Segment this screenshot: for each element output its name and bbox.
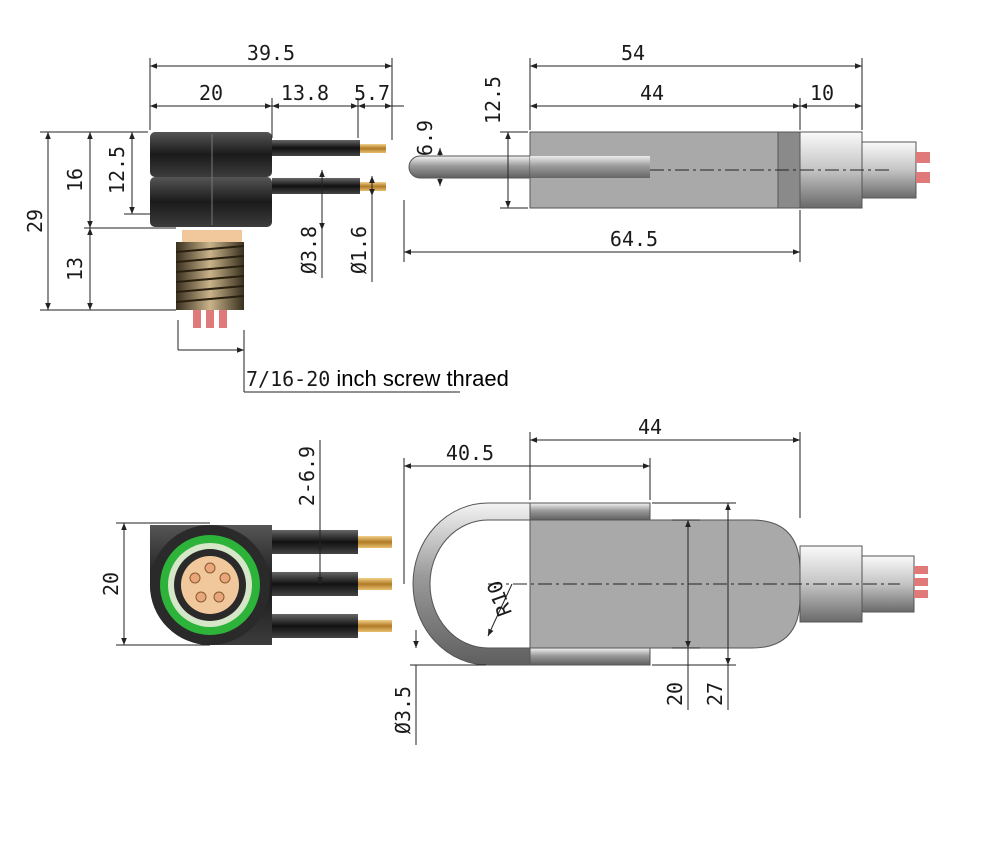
dim-body-width: 20 — [199, 81, 223, 105]
sensor-body-upper — [150, 132, 272, 177]
sensor-side-view — [150, 132, 386, 328]
dim-rod-diameter: Ø3.5 — [391, 686, 415, 734]
sensor-pin-lower — [272, 178, 360, 194]
connector-contact — [916, 172, 930, 183]
dim-overall-width: 39.5 — [247, 41, 295, 65]
dim-handle-body: 44 — [640, 81, 664, 105]
sensor-front-dimensions: 20 2-6.9 — [99, 440, 323, 646]
dim-probe-length: 64.5 — [610, 227, 658, 251]
probe-dimensions: 54 44 10 12.5 64.5 — [403, 41, 863, 262]
dim-connector: 10 — [810, 81, 834, 105]
contact-pin — [193, 310, 201, 328]
dim-tip-diameter: Ø1.6 — [347, 226, 371, 274]
dim-pin-diameter: Ø3.8 — [297, 226, 321, 274]
thread-note-text: inch screw thraed — [330, 366, 509, 391]
dim-bend-radius: R10 — [482, 577, 517, 619]
dim-pin-pitch: 2-6.9 — [295, 446, 319, 506]
pin-tip-upper — [360, 144, 386, 153]
front-pin-tip — [358, 578, 392, 590]
thread-spec: 7/16-20 — [246, 367, 330, 391]
contact-pin — [219, 310, 227, 328]
dim-face-height: 20 — [99, 572, 123, 596]
dim-pin-spacing: 6.9 — [413, 120, 437, 156]
probe-top-view — [412, 502, 928, 666]
sensor-pin-upper — [272, 140, 360, 156]
sensor-body-lower — [150, 177, 272, 227]
sensor-dimensions: 39.5 20 13.8 5.7 6.9 29 16 13 12.5 Ø3.8 … — [23, 41, 509, 393]
insert-contacts — [189, 562, 231, 603]
probe-side-view — [408, 131, 930, 209]
connector-contact — [914, 578, 928, 586]
dim-loop-length: 40.5 — [446, 441, 494, 465]
dim-handle-length: 54 — [621, 41, 645, 65]
front-pin-middle — [272, 572, 358, 596]
connector-insert — [181, 556, 239, 614]
sensor-front-view — [150, 525, 392, 645]
dim-outer-height: 27 — [703, 682, 727, 706]
dim-body-length: 44 — [638, 415, 662, 439]
connector-contact — [914, 590, 928, 598]
dim-pin-length: 13.8 — [281, 81, 329, 105]
connector-contact — [914, 566, 928, 574]
dim-top-height: 12.5 — [105, 146, 129, 194]
dim-thread-height: 13 — [63, 257, 87, 281]
pin-tip-lower — [360, 182, 386, 191]
front-pin-lower — [272, 614, 358, 638]
dim-inner-height: 20 — [663, 682, 687, 706]
dim-handle-height: 12.5 — [481, 76, 505, 124]
dim-body-height: 16 — [63, 168, 87, 192]
dim-pin-tip: 5.7 — [354, 81, 390, 105]
dim-total-height: 29 — [23, 209, 47, 233]
contact-pin — [206, 310, 214, 328]
front-pin-tip — [358, 620, 392, 632]
connector-contact — [916, 152, 930, 163]
front-pin-tip — [358, 536, 392, 548]
thread-note: 7/16-20 inch screw thraed — [246, 366, 509, 391]
probe-top-dimensions: 44 40.5 R10 Ø3.5 20 27 — [391, 415, 801, 745]
front-pin-upper — [272, 530, 358, 554]
